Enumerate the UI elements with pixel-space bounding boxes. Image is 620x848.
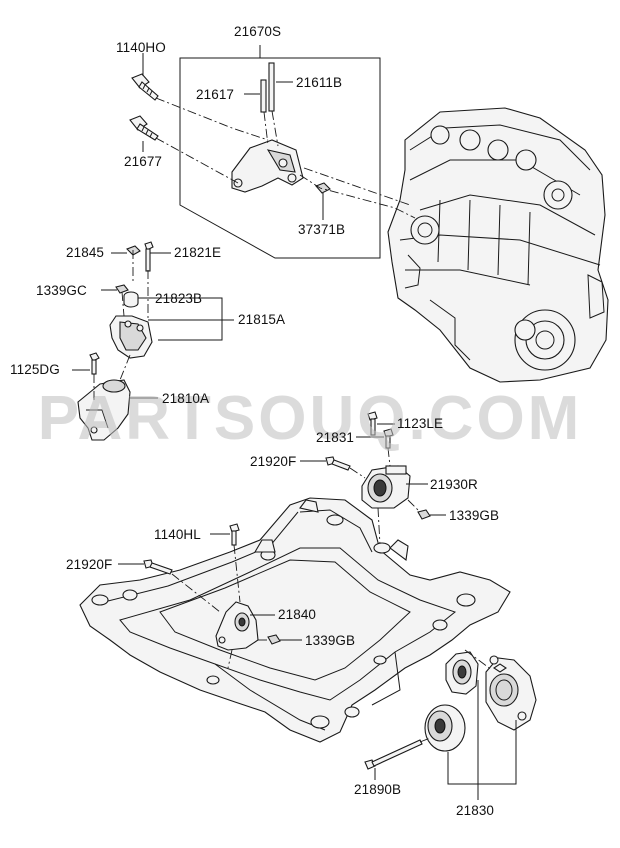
mount-21830-bracket — [485, 655, 537, 731]
label-21930r: 21930R — [430, 477, 478, 492]
label-21920f-lower: 21920F — [66, 557, 113, 572]
bracket-21815a — [109, 315, 153, 359]
nut-37371b — [315, 182, 331, 194]
bolt-1125dg — [89, 352, 100, 375]
label-1125dg: 1125DG — [10, 362, 60, 377]
label-21611b: 21611B — [296, 75, 343, 90]
bolt-21890b — [364, 739, 423, 770]
label-1123le: 1123LE — [397, 416, 444, 431]
bolt-21831 — [383, 428, 394, 449]
mount-21810a — [77, 379, 131, 441]
label-1339gb-upper: 1339GB — [449, 508, 500, 523]
label-1339gc: 1339GC — [36, 283, 87, 298]
group-bracket-21670s — [179, 45, 381, 259]
label-21670s: 21670S — [234, 24, 282, 39]
bolt-21677 — [129, 115, 159, 141]
bolt-1123le — [367, 411, 378, 436]
label-37371b: 37371B — [298, 222, 346, 237]
label-1339gb-lower: 1339GB — [305, 633, 356, 648]
label-21840: 21840 — [278, 607, 317, 622]
label-21815a: 21815A — [238, 312, 286, 327]
label-21810a: 21810A — [162, 391, 210, 406]
mount-21840 — [215, 601, 259, 651]
label-21830: 21830 — [456, 803, 495, 818]
label-21823b: 21823B — [155, 291, 203, 306]
nut-1339gb-lower — [267, 634, 281, 645]
bolt-21821e — [144, 241, 154, 272]
label-21617: 21617 — [196, 87, 235, 102]
stud-21611B — [268, 62, 275, 112]
label-21890b: 21890B — [354, 782, 402, 797]
label-21831: 21831 — [316, 430, 355, 445]
mount-21830-insulator — [445, 651, 479, 695]
bushing-21823b — [123, 291, 139, 308]
label-21920f-upper: 21920F — [250, 454, 297, 469]
bolt-21920f-upper — [325, 456, 351, 471]
label-21677: 21677 — [124, 154, 163, 169]
bracket-21670s — [231, 139, 304, 193]
nut-1339gc — [115, 284, 129, 294]
mount-21830-bushing — [424, 704, 466, 752]
bolt-1140ho — [131, 73, 159, 101]
stud-21617 — [260, 79, 267, 113]
label-1140hl: 1140HL — [154, 527, 201, 542]
engine-block — [387, 107, 609, 383]
mount-21930r — [361, 465, 411, 509]
nut-21845 — [126, 245, 141, 256]
subframe-crossmember — [79, 497, 511, 743]
nut-1339gb-upper — [417, 509, 431, 520]
bolt-1140hl — [229, 523, 240, 546]
label-21821e: 21821E — [174, 245, 222, 260]
label-1140ho: 1140HO — [116, 40, 166, 55]
label-21845: 21845 — [66, 245, 105, 260]
leader-lines — [72, 53, 517, 800]
bolt-21920f-lower — [143, 559, 173, 575]
